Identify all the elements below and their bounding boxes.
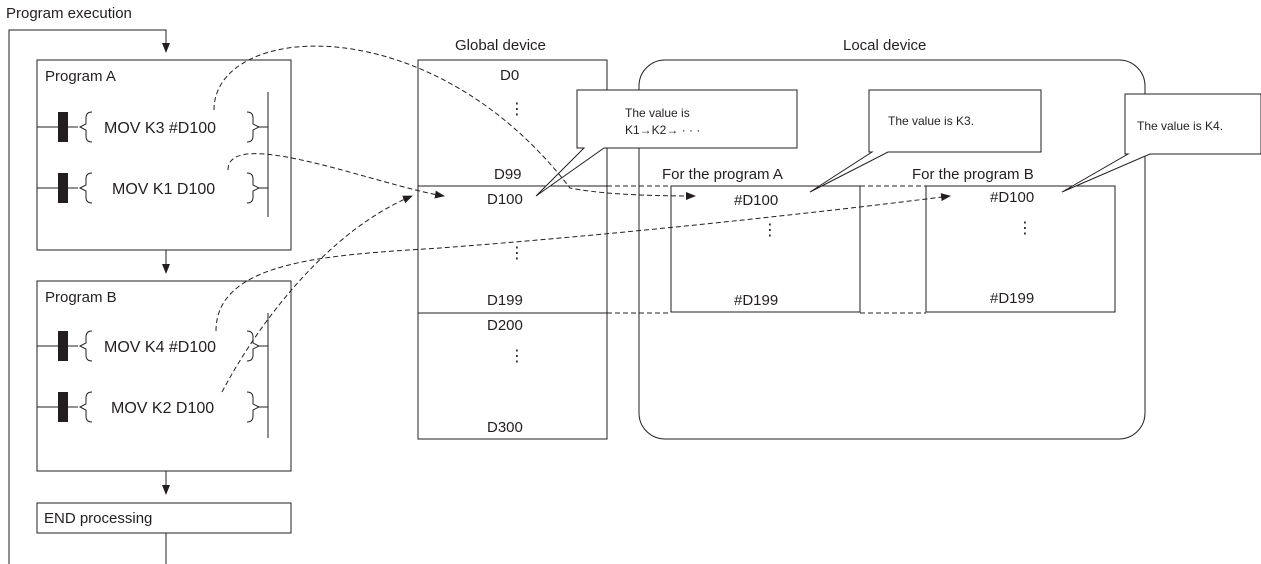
program-b-label: Program B [45, 289, 117, 306]
callout-global: The value is K1→K2→ · · · [535, 89, 798, 197]
contact-icon [58, 331, 68, 361]
program-a-instruction-2: MOV K1 D100 [112, 181, 215, 198]
end-processing-box [36, 502, 292, 534]
arrow-b1-to-local-b [215, 193, 951, 332]
local-b-title: For the program B [912, 166, 1034, 183]
loop-back-arrow [8, 29, 170, 564]
global-device-title: Global device [455, 37, 546, 54]
local-a-title: For the program A [662, 166, 783, 183]
contact-icon [58, 112, 68, 142]
local-a-top: #D100 [734, 192, 778, 209]
global-ellipsis-3: ⋮ [509, 348, 525, 365]
program-a-instruction-1: MOV K3 #D100 [104, 120, 216, 137]
callout-global-line1: The value is [625, 106, 690, 120]
local-b-box [925, 185, 1116, 313]
arrow-a2-to-global [227, 153, 445, 199]
callout-local-b-text: The value is K4. [1137, 119, 1223, 133]
program-a-label: Program A [45, 68, 116, 85]
program-execution-title: Program execution [6, 5, 132, 22]
callout-local-a-text: The value is K3. [888, 114, 974, 128]
contact-icon [58, 173, 68, 203]
global-ellipsis-2: ⋮ [509, 245, 525, 262]
program-a-box [36, 59, 292, 251]
program-b-rung-2: MOV K2 D100 [37, 391, 268, 423]
local-a-box [670, 185, 861, 313]
local-a-bottom: #D199 [734, 292, 778, 309]
local-a-ellipsis: ⋮ [762, 222, 778, 239]
global-device-box [417, 59, 608, 440]
global-d300: D300 [487, 419, 523, 436]
local-b-top: #D100 [990, 189, 1034, 206]
local-b-ellipsis: ⋮ [1017, 220, 1033, 237]
global-d99: D99 [494, 166, 522, 183]
global-d200: D200 [487, 317, 523, 334]
callout-local-a: The value is K3. [809, 89, 1042, 193]
callout-local-b: The value is K4. [1061, 93, 1261, 193]
global-d199: D199 [487, 292, 523, 309]
program-a-rung-1: MOV K3 #D100 [37, 111, 268, 143]
callout-global-line2: K1→K2→ · · · [625, 123, 700, 137]
local-device-title: Local device [843, 37, 926, 54]
arrow-b2-to-global [221, 195, 413, 393]
local-b-bottom: #D199 [990, 290, 1034, 307]
contact-icon [58, 392, 68, 422]
global-d100: D100 [487, 191, 523, 208]
end-processing-label: END processing [44, 510, 152, 527]
local-device-box [638, 59, 1146, 440]
program-b-box [36, 280, 292, 472]
program-a-rung-2: MOV K1 D100 [37, 172, 268, 204]
program-b-instruction-2: MOV K2 D100 [111, 400, 214, 417]
global-ellipsis-1: ⋮ [509, 101, 525, 118]
program-b-rung-1: MOV K4 #D100 [37, 330, 268, 362]
arrow-a1-to-local-a [213, 45, 696, 200]
global-d0: D0 [500, 67, 519, 84]
program-b-instruction-1: MOV K4 #D100 [104, 339, 216, 356]
